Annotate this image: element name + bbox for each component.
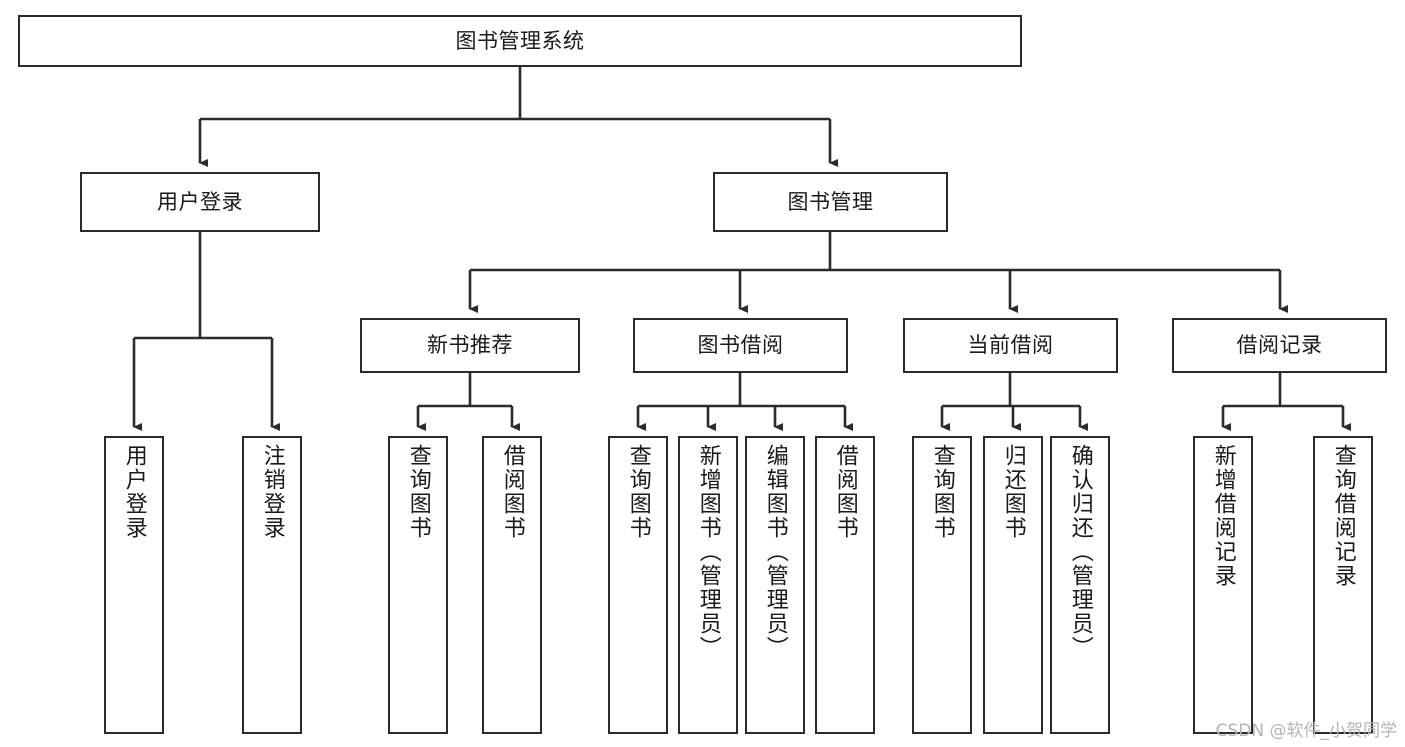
node-leaf-return-book[interactable]: 归还图书 <box>983 436 1043 734</box>
node-leaf-query-book-3[interactable]: 查询图书 <box>912 436 972 734</box>
node-leaf-borrow-book-2[interactable]: 借阅图书 <box>815 436 875 734</box>
node-book-manage[interactable]: 图书管理 <box>713 172 948 232</box>
node-book-manage-label: 图书管理 <box>787 189 874 214</box>
node-leaf-query-record-label: 查询借阅记录 <box>1330 444 1356 588</box>
node-new-book-rec-label: 新书推荐 <box>427 333 513 358</box>
node-leaf-return-book-label: 归还图书 <box>1000 444 1026 540</box>
node-leaf-query-book-3-label: 查询图书 <box>929 444 955 540</box>
node-leaf-user-login-label: 用户登录 <box>121 444 147 540</box>
node-leaf-add-record[interactable]: 新增借阅记录 <box>1193 436 1253 734</box>
node-leaf-user-logout[interactable]: 注销登录 <box>242 436 302 734</box>
node-leaf-query-book-2[interactable]: 查询图书 <box>608 436 668 734</box>
node-root[interactable]: 图书管理系统 <box>18 15 1022 67</box>
node-borrow-records-label: 借阅记录 <box>1236 333 1323 358</box>
watermark-text: CSDN @软件_小贺同学 <box>1215 721 1397 741</box>
node-new-book-rec[interactable]: 新书推荐 <box>360 318 580 373</box>
node-leaf-user-login[interactable]: 用户登录 <box>104 436 164 734</box>
node-leaf-add-book-label: 新增图书（管理员） <box>695 444 721 660</box>
node-leaf-borrow-book-1[interactable]: 借阅图书 <box>482 436 542 734</box>
node-user-login-label: 用户登录 <box>157 189 243 214</box>
node-book-borrow-label: 图书借阅 <box>697 333 784 358</box>
node-leaf-confirm-return[interactable]: 确认归还（管理员） <box>1050 436 1110 734</box>
node-user-login[interactable]: 用户登录 <box>80 172 320 232</box>
node-current-borrow[interactable]: 当前借阅 <box>903 318 1118 373</box>
node-leaf-query-book-2-label: 查询图书 <box>625 444 651 540</box>
node-leaf-add-book[interactable]: 新增图书（管理员） <box>678 436 738 734</box>
node-leaf-query-record[interactable]: 查询借阅记录 <box>1313 436 1373 734</box>
node-book-borrow[interactable]: 图书借阅 <box>633 318 848 373</box>
node-root-label: 图书管理系统 <box>455 28 585 53</box>
node-leaf-confirm-return-label: 确认归还（管理员） <box>1067 444 1093 660</box>
node-leaf-add-record-label: 新增借阅记录 <box>1210 444 1236 588</box>
node-leaf-edit-book[interactable]: 编辑图书（管理员） <box>745 436 805 734</box>
node-leaf-query-book-1-label: 查询图书 <box>405 444 431 540</box>
node-leaf-query-book-1[interactable]: 查询图书 <box>388 436 448 734</box>
node-leaf-user-logout-label: 注销登录 <box>259 444 285 540</box>
node-leaf-borrow-book-1-label: 借阅图书 <box>499 444 525 540</box>
node-leaf-borrow-book-2-label: 借阅图书 <box>832 444 858 540</box>
node-leaf-edit-book-label: 编辑图书（管理员） <box>762 444 788 660</box>
node-current-borrow-label: 当前借阅 <box>967 333 1054 358</box>
node-borrow-records[interactable]: 借阅记录 <box>1172 318 1387 373</box>
